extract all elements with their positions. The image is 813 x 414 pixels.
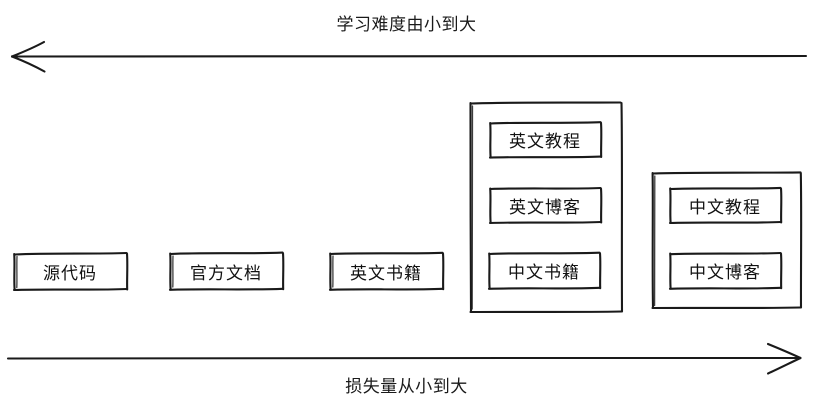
node-label-source-code: 源代码 <box>43 263 97 283</box>
node-english-tutorial[interactable]: 英文教程 <box>490 122 600 157</box>
node-chinese-blog[interactable]: 中文博客 <box>670 253 780 288</box>
node-label-english-books: 英文书籍 <box>350 263 422 283</box>
node-english-blog[interactable]: 英文博客 <box>490 188 600 223</box>
node-chinese-books[interactable]: 中文书籍 <box>489 253 599 288</box>
node-label-chinese-blog: 中文博客 <box>689 263 761 282</box>
node-label-chinese-tutorial: 中文教程 <box>689 198 761 217</box>
node-label-official-docs: 官方文档 <box>190 263 262 283</box>
top-axis-line <box>10 54 808 58</box>
arrow-right-icon <box>766 342 802 375</box>
bottom-axis-line <box>6 356 802 360</box>
node-english-books[interactable]: 英文书籍 <box>330 253 442 289</box>
top-axis-label: 学习难度由小到大 <box>336 15 477 34</box>
node-label-english-blog: 英文博客 <box>509 198 581 217</box>
node-chinese-tutorial[interactable]: 中文教程 <box>670 188 780 223</box>
bottom-axis-label: 损失量从小到大 <box>345 377 468 396</box>
node-source-code[interactable]: 源代码 <box>14 253 126 289</box>
node-official-docs[interactable]: 官方文档 <box>170 253 282 289</box>
node-label-chinese-books: 中文书籍 <box>508 263 580 282</box>
arrow-left-icon <box>10 40 46 73</box>
node-label-english-tutorial: 英文教程 <box>509 132 581 151</box>
